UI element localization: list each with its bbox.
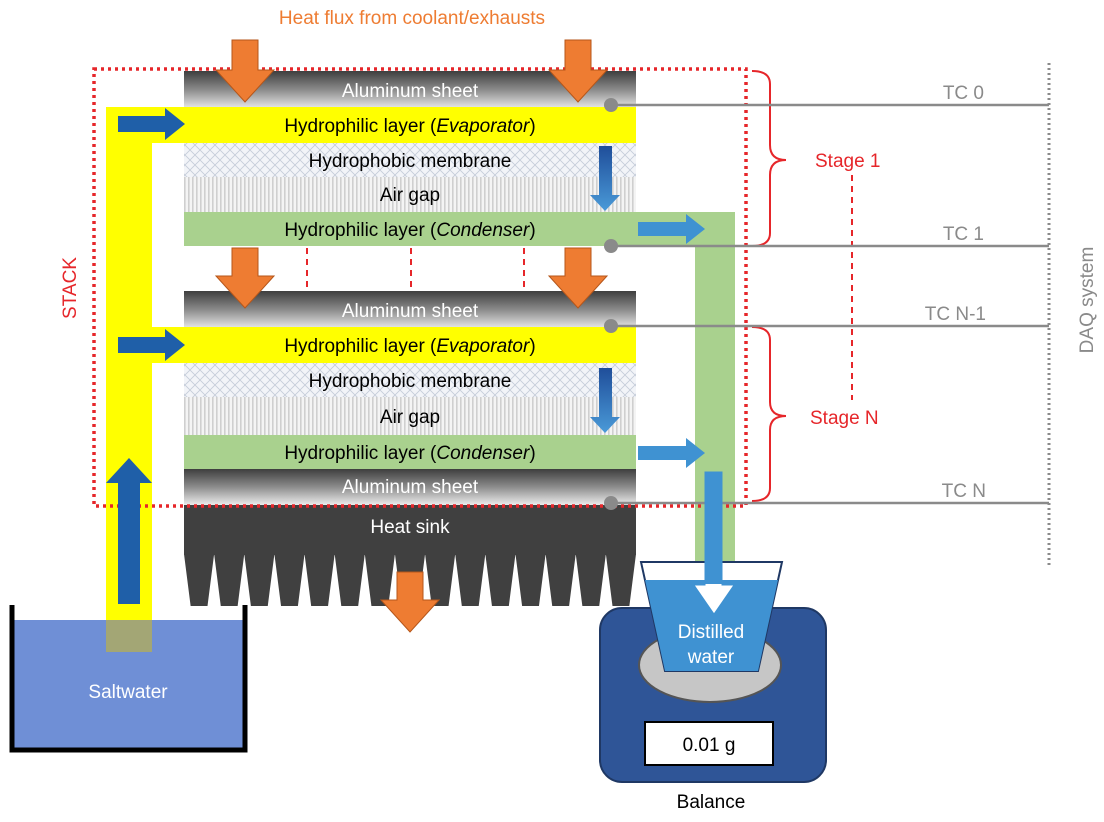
- membrane-N-label: Hydrophobic membrane: [309, 371, 512, 392]
- aluminum-sheet-bottom: [184, 469, 636, 505]
- heat-arrow-mid-left: [214, 247, 276, 309]
- feed-arrow-stageN: [118, 329, 185, 361]
- stage-braces: [751, 70, 787, 502]
- feed-arrow-stage1: [118, 108, 185, 140]
- balance-label: Balance: [677, 792, 746, 813]
- tc0-label: TC 0: [943, 83, 984, 104]
- tc1-label: TC 1: [943, 224, 984, 245]
- distilled-water-label-1: Distilled: [678, 622, 745, 643]
- condenser-1-label: Hydrophilic layer (Condenser): [284, 220, 535, 241]
- feed-arrows: [106, 108, 185, 604]
- distilled-water-beaker: [639, 561, 784, 672]
- air-gap-1-label: Air gap: [380, 185, 440, 206]
- vapor-arrow-stage1: [590, 146, 620, 211]
- tcn-label: TC N: [942, 481, 986, 502]
- stageN-label: Stage N: [810, 408, 879, 429]
- feed-channel: [106, 107, 184, 652]
- aluminum-sheet-2: [184, 291, 636, 329]
- distilled-water-label-2: water: [687, 647, 735, 668]
- evaporator-1-label: Hydrophilic layer (Evaporator): [284, 116, 535, 137]
- membrane-layer-1: [184, 143, 636, 177]
- stage1-label: Stage 1: [815, 151, 881, 172]
- balance-display: [644, 721, 774, 766]
- condenser-layer-1: [184, 212, 636, 246]
- stage-separators: [306, 175, 853, 400]
- membrane-1-label: Hydrophobic membrane: [309, 151, 512, 172]
- daq-system-label: DAQ system: [1077, 247, 1098, 354]
- saltwater-tank: [9, 605, 248, 753]
- saltwater-label: Saltwater: [88, 682, 168, 703]
- stack-label: STACK: [60, 257, 81, 319]
- condenser-N-label: Hydrophilic layer (Condenser): [284, 443, 535, 464]
- condensate-arrow-stage1: [638, 214, 705, 244]
- membrane-layer-N: [184, 363, 636, 397]
- evaporator-layer-N: [152, 327, 636, 363]
- heat-arrow-out: [379, 571, 441, 633]
- heat-sink-label: Heat sink: [370, 517, 450, 538]
- heat-arrow-mid-right: [547, 247, 609, 309]
- tcn-1-label: TC N-1: [925, 304, 986, 325]
- feed-arrow-up: [106, 458, 152, 604]
- thermocouple-lines: [611, 103, 1049, 505]
- evaporator-N-label: Hydrophilic layer (Evaporator): [284, 336, 535, 357]
- heat-arrow-in-right: [547, 39, 609, 103]
- condensate-arrows: [638, 214, 705, 468]
- balance-reading: 0.01 g: [683, 735, 736, 756]
- heat-flux-arrows: [214, 39, 609, 633]
- aluminum-sheet-2-label: Aluminum sheet: [342, 301, 479, 322]
- condensate-arrow-stageN: [638, 438, 705, 468]
- air-gap-layer-N: [184, 397, 636, 435]
- evaporator-layer-1: [152, 107, 636, 143]
- vapor-arrows: [590, 146, 620, 433]
- balance: [599, 607, 827, 783]
- heat-flux-label: Heat flux from coolant/exhausts: [279, 8, 545, 29]
- aluminum-sheet-bottom-label: Aluminum sheet: [342, 477, 479, 498]
- air-gap-layer-1: [184, 177, 636, 212]
- air-gap-N-label: Air gap: [380, 407, 440, 428]
- thermocouple-junctions: [604, 98, 618, 510]
- condenser-layer-N: [184, 435, 636, 469]
- stack-boundary: [92, 67, 748, 508]
- aluminum-sheet-1-label: Aluminum sheet: [342, 81, 479, 102]
- vapor-arrow-stageN: [590, 368, 620, 433]
- heat-arrow-in-left: [214, 39, 276, 103]
- stage1-layers: [152, 71, 636, 246]
- stageN-layers: [152, 291, 636, 505]
